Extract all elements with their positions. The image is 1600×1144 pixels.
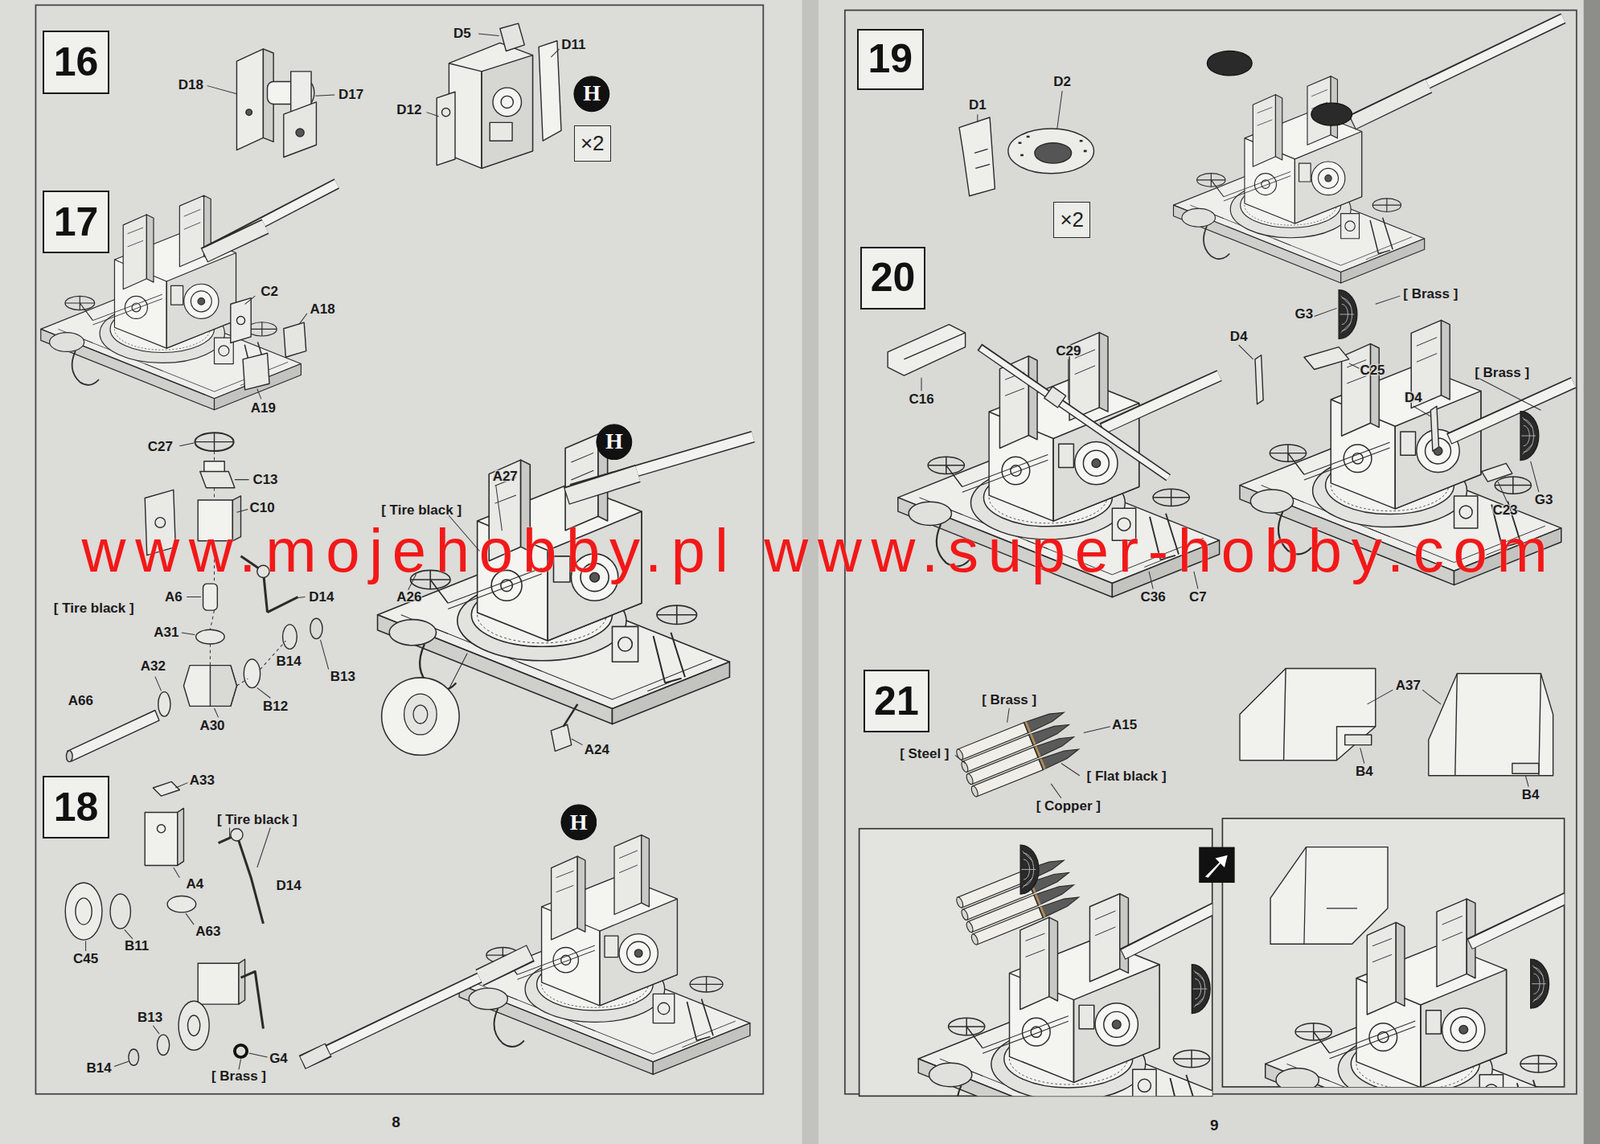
part-number: G4 xyxy=(269,1050,288,1067)
part-number: G3 xyxy=(1295,306,1314,323)
step-number: 18 xyxy=(53,785,99,830)
part-number: A66 xyxy=(68,693,94,710)
gun-mount-drawing xyxy=(41,183,754,755)
result-panel xyxy=(859,818,1588,1144)
part-number: C13 xyxy=(252,471,278,489)
part-number: C16 xyxy=(908,391,934,408)
watermark: www.mojehobby.pl www.super-hobby.com xyxy=(82,520,1558,582)
leader-lines xyxy=(977,90,1063,129)
part-number: C25 xyxy=(1359,362,1385,379)
part-number: C7 xyxy=(1189,589,1207,606)
page-number: 8 xyxy=(391,1113,401,1132)
part-number: C27 xyxy=(147,438,173,456)
step-number-box: 16 xyxy=(42,30,109,95)
part-number: C2 xyxy=(260,283,279,300)
part-number: A31 xyxy=(153,624,179,641)
paint-callout: [ Tire black ] xyxy=(217,812,298,829)
quantity: ×2 xyxy=(580,131,605,156)
part-number: D14 xyxy=(276,877,302,895)
symbol-letter: H xyxy=(605,429,624,455)
part-drawing xyxy=(236,23,562,169)
step-number: 16 xyxy=(53,40,99,85)
part-number: B12 xyxy=(262,698,288,715)
circle-fill xyxy=(596,424,632,460)
step-number-box: 18 xyxy=(42,775,109,840)
part-number: B4 xyxy=(1355,763,1374,780)
part-number: A63 xyxy=(195,923,221,940)
part-number: B14 xyxy=(276,653,302,670)
paint-callout: [ Copper ] xyxy=(1036,798,1101,815)
part-number: B13 xyxy=(330,668,356,686)
page-frame xyxy=(35,4,1576,1094)
quantity: ×2 xyxy=(1059,208,1084,232)
paint-callout: [ Brass ] xyxy=(1403,286,1458,303)
part-number: C23 xyxy=(1492,502,1518,519)
part-number: A26 xyxy=(396,589,422,606)
symbol-circle: H xyxy=(560,804,598,842)
paint-callout: [ Tire black ] xyxy=(53,600,135,617)
part-number: D12 xyxy=(396,102,422,119)
part-number: A32 xyxy=(140,658,166,675)
part-number: A33 xyxy=(189,772,215,789)
leader-lines xyxy=(955,689,1529,799)
circle-fill xyxy=(561,804,597,841)
step-number-box: 21 xyxy=(863,669,930,734)
step-number: 20 xyxy=(870,255,916,300)
step-number-box: 17 xyxy=(42,190,109,253)
step-number: 21 xyxy=(873,679,919,724)
part-number: B11 xyxy=(124,938,149,955)
symbol-circle: H xyxy=(595,423,633,461)
part-number: D18 xyxy=(178,77,204,94)
part-number: B14 xyxy=(86,1060,112,1077)
part-number: A19 xyxy=(250,400,276,417)
symbol-letter: H xyxy=(570,810,588,836)
gun-mount-drawing xyxy=(1173,18,1564,284)
quantity-box: ×2 xyxy=(574,125,612,161)
part-number: D14 xyxy=(308,589,334,606)
part-number: A6 xyxy=(164,589,183,606)
part-number: A37 xyxy=(1395,677,1421,694)
leader-lines xyxy=(207,33,560,117)
part-number: A27 xyxy=(492,468,518,485)
part-number: D11 xyxy=(561,36,586,54)
part-drawing xyxy=(959,117,1095,197)
paint-callout: [ Steel ] xyxy=(899,746,949,763)
part-number: A24 xyxy=(584,742,610,759)
paint-callout: [ Flat black ] xyxy=(1087,768,1167,785)
part-number: D17 xyxy=(338,86,364,103)
part-number: A15 xyxy=(1111,717,1137,734)
part-number: B13 xyxy=(137,1009,163,1026)
paint-callout: [ Tire black ] xyxy=(381,502,462,519)
part-number: D1 xyxy=(968,97,987,114)
step-number-box: 19 xyxy=(857,28,924,91)
part-number: D2 xyxy=(1053,73,1071,91)
step-number: 17 xyxy=(53,200,99,245)
quantity-box: ×2 xyxy=(1053,201,1091,238)
part-drawing xyxy=(1239,668,1554,776)
step-number: 19 xyxy=(867,36,913,82)
part-number: G3 xyxy=(1534,492,1554,509)
part-number: C36 xyxy=(1140,589,1166,606)
page-number: 9 xyxy=(1210,1116,1219,1135)
paint-callout: [ Brass ] xyxy=(211,1068,267,1085)
paint-callout: [ Brass ] xyxy=(1474,365,1530,382)
ammo-drawing xyxy=(955,707,1081,798)
part-number: C10 xyxy=(250,500,275,517)
part-number: A30 xyxy=(199,717,225,735)
part-number: C45 xyxy=(73,951,99,968)
symbol-circle: H xyxy=(573,75,611,113)
part-number: D5 xyxy=(453,25,472,42)
circle-fill xyxy=(574,76,610,112)
paint-callout: [ Brass ] xyxy=(981,692,1037,709)
symbol-letter: H xyxy=(582,81,601,107)
part-number: D4 xyxy=(1230,328,1248,345)
part-number: A18 xyxy=(309,301,335,318)
part-number: D4 xyxy=(1404,389,1423,407)
part-number: A4 xyxy=(186,876,205,893)
part-drawing xyxy=(887,324,1513,482)
part-number: B4 xyxy=(1522,787,1540,804)
part-number: C29 xyxy=(1055,343,1081,360)
gun-mount-drawing xyxy=(302,835,751,1075)
step-number-box: 20 xyxy=(860,246,926,309)
